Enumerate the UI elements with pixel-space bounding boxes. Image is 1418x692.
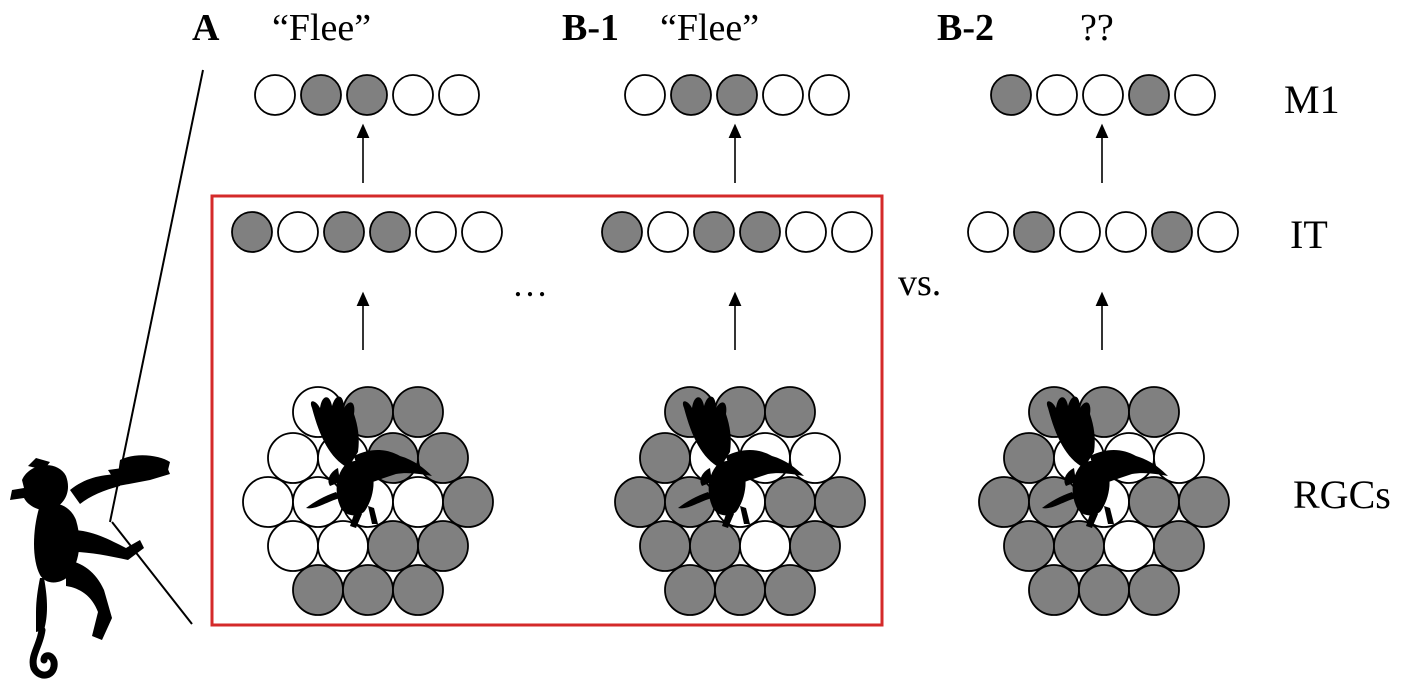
m1-neuron-active — [300, 74, 342, 116]
rgc-cell-active — [1128, 386, 1180, 438]
m1-neuron-active — [346, 74, 388, 116]
eagle-icon — [1042, 396, 1168, 528]
rgc-cell-active — [367, 520, 419, 572]
layer-label-rgc: RGCs — [1293, 472, 1391, 517]
rgc-cell-inactive — [317, 520, 369, 572]
panel-b1-response: “Flee” — [660, 7, 759, 49]
it-neuron-active — [1013, 211, 1055, 253]
rgc-cell-active — [689, 520, 741, 572]
rgc-cell-inactive — [242, 476, 294, 528]
rgc-cell-active — [1003, 520, 1055, 572]
it-neuron-inactive — [415, 211, 457, 253]
m1-neuron-inactive — [624, 74, 666, 116]
it-neuron-inactive — [1059, 211, 1101, 253]
m1-neuron-active — [670, 74, 712, 116]
rgc-cell-active — [764, 564, 816, 616]
m1-neuron-inactive — [1174, 74, 1216, 116]
eagle-silhouettes — [306, 396, 1168, 528]
eagle-icon — [306, 396, 432, 528]
it-neuron-inactive — [461, 211, 503, 253]
it-neuron-active — [231, 211, 273, 253]
rgc-cell-active — [417, 432, 469, 484]
rgc-cell-active — [1178, 476, 1230, 528]
panel-a-label: A — [192, 7, 220, 49]
rgc-cell-active — [417, 520, 469, 572]
rgc-cell-inactive — [1153, 432, 1205, 484]
panel-b2-label: B-2 — [937, 7, 994, 49]
ellipsis: … — [512, 264, 548, 304]
m1-neuron-inactive — [254, 74, 296, 116]
it-neuron-inactive — [1197, 211, 1239, 253]
it-neuron-active — [601, 211, 643, 253]
panel-b2-response: ?? — [1080, 7, 1114, 49]
rgc-cell-inactive — [392, 476, 444, 528]
rgc-cell-active — [789, 520, 841, 572]
rgc-cell-inactive — [1103, 520, 1155, 572]
rgc-cell-inactive — [267, 520, 319, 572]
rgc-cell-active — [978, 476, 1030, 528]
it-neuron-inactive — [831, 211, 873, 253]
m1-neuron-inactive — [392, 74, 434, 116]
rgc-cell-active — [392, 386, 444, 438]
rgc-cell-active — [292, 564, 344, 616]
panel-a-response: “Flee” — [272, 7, 371, 49]
rgc-cell-active — [614, 476, 666, 528]
rgc-cell-active — [1053, 520, 1105, 572]
rgc-cell-active — [664, 564, 716, 616]
m1-neuron-active — [990, 74, 1032, 116]
rgc-cell-active — [1128, 564, 1180, 616]
rgc-cell-inactive — [267, 432, 319, 484]
rgc-cell-active — [764, 476, 816, 528]
gaze-line-lower — [111, 521, 193, 625]
gaze-line-upper — [109, 69, 204, 523]
rgc-cell-active — [1153, 520, 1205, 572]
rgc-cell-active — [1078, 564, 1130, 616]
m1-neuron-inactive — [762, 74, 804, 116]
m1-neuron-inactive — [1082, 74, 1124, 116]
m1-neuron-inactive — [438, 74, 480, 116]
it-neuron-inactive — [1105, 211, 1147, 253]
it-neuron-active — [369, 211, 411, 253]
panel-b1-label: B-1 — [562, 7, 619, 49]
it-neuron-inactive — [277, 211, 319, 253]
rgc-cell-active — [714, 564, 766, 616]
versus-label: vs. — [898, 262, 941, 304]
it-neuron-active — [1151, 211, 1193, 253]
rgc-cell-active — [1128, 476, 1180, 528]
rgc-cell-active — [442, 476, 494, 528]
it-neuron-inactive — [647, 211, 689, 253]
monkey-icon — [10, 455, 170, 640]
rgc-cell-active — [392, 564, 444, 616]
it-neuron-active — [739, 211, 781, 253]
m1-neuron-active — [716, 74, 758, 116]
m1-neuron-active — [1128, 74, 1170, 116]
rgc-cell-active — [1003, 432, 1055, 484]
monkey-tail-icon — [29, 626, 58, 679]
rgc-cell-active — [639, 432, 691, 484]
m1-neuron-inactive — [1036, 74, 1078, 116]
highlight-box — [210, 194, 884, 627]
eagle-icon — [678, 396, 804, 528]
rgc-cell-active — [1028, 564, 1080, 616]
it-neuron-inactive — [967, 211, 1009, 253]
it-neuron-active — [693, 211, 735, 253]
rgc-cell-active — [814, 476, 866, 528]
layer-label-m1: M1 — [1284, 77, 1340, 122]
rgc-cell-active — [342, 564, 394, 616]
it-neuron-inactive — [785, 211, 827, 253]
m1-neuron-inactive — [808, 74, 850, 116]
rgc-cell-active — [639, 520, 691, 572]
rgc-cell-inactive — [739, 520, 791, 572]
layer-label-it: IT — [1290, 212, 1328, 257]
it-neuron-active — [323, 211, 365, 253]
rgc-cell-inactive — [789, 432, 841, 484]
rgc-cell-active — [764, 386, 816, 438]
